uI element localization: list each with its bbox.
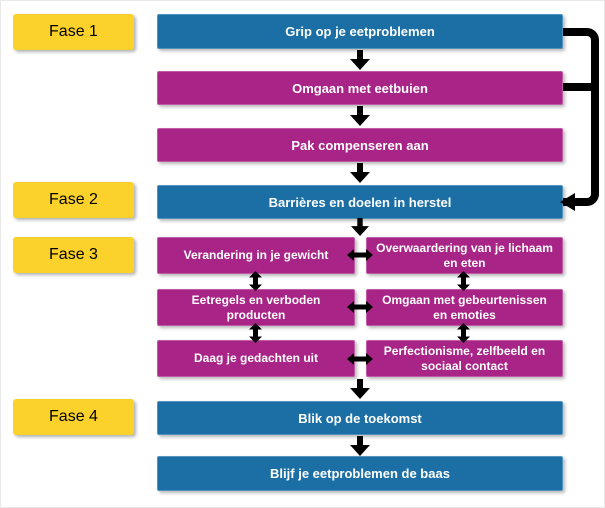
down-arrow-icon	[347, 436, 373, 456]
grid-daag-gedachten-uit: Daag je gedachten uit	[157, 340, 355, 377]
grid-perfectionisme-zelfbeeld: Perfectionisme, zelfbeeld en sociaal con…	[366, 340, 563, 377]
phase-label-4: Fase 4	[13, 399, 134, 435]
phase-label-3: Fase 3	[13, 237, 134, 273]
feedback-connector-line	[563, 28, 599, 206]
step-blik-op-de-toekomst: Blik op de toekomst	[157, 401, 563, 435]
double-arrow-horizontal-icon	[347, 352, 373, 366]
phase-label-1: Fase 1	[13, 14, 134, 50]
grid-omgaan-gebeurtenissen-emoties: Omgaan met gebeurtenissen en emoties	[366, 289, 563, 326]
down-arrow-icon	[347, 163, 373, 183]
feedback-connector-stub	[563, 83, 595, 91]
step-blijf-de-baas: Blijf je eetproblemen de baas	[157, 456, 563, 491]
double-arrow-vertical-icon	[456, 271, 471, 291]
double-arrow-horizontal-icon	[347, 300, 373, 314]
step-grip-op-je-eetproblemen: Grip op je eetproblemen	[157, 14, 563, 49]
double-arrow-horizontal-icon	[347, 248, 373, 262]
down-arrow-icon	[347, 379, 373, 399]
grid-verandering-gewicht: Verandering in je gewicht	[157, 237, 355, 274]
grid-eetregels-verboden-producten: Eetregels en verboden producten	[157, 289, 355, 326]
down-arrow-icon	[347, 50, 373, 70]
feedback-connector-arrowhead-icon	[560, 193, 575, 211]
down-arrow-icon	[347, 218, 373, 236]
double-arrow-vertical-icon	[456, 323, 471, 343]
double-arrow-vertical-icon	[248, 323, 263, 343]
grid-overwaardering-lichaam-eten: Overwaardering van je lichaam en eten	[366, 237, 563, 274]
double-arrow-vertical-icon	[248, 271, 263, 291]
step-barrieres-en-doelen: Barrières en doelen in herstel	[157, 185, 563, 219]
phase-label-2: Fase 2	[13, 182, 134, 218]
down-arrow-icon	[347, 106, 373, 126]
step-omgaan-met-eetbuien: Omgaan met eetbuien	[157, 71, 563, 105]
step-pak-compenseren-aan: Pak compenseren aan	[157, 128, 563, 162]
